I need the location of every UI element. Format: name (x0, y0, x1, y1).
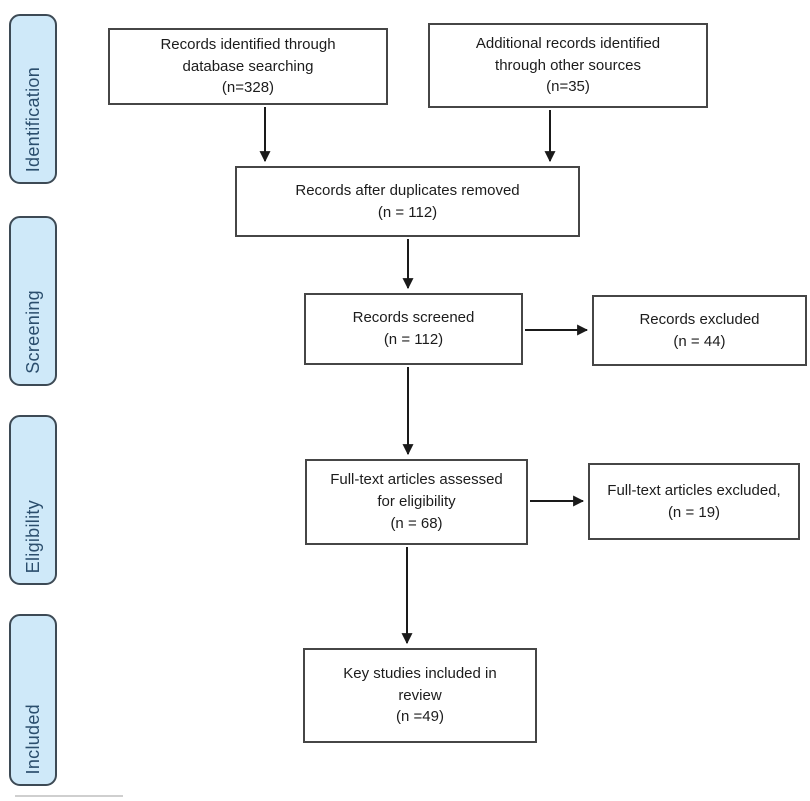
node-records-excluded: Records excluded (n = 44) (592, 295, 807, 366)
stage-band-eligibility: Eligibility (9, 415, 57, 585)
stage-label-included: Included (22, 703, 43, 774)
node-additional-records: Additional records identified through ot… (428, 23, 708, 108)
node-key-studies: Key studies included in review (n =49) (303, 648, 537, 743)
stage-band-identification: Identification (9, 14, 57, 184)
node-fulltext-assessed: Full-text articles assessed for eligibil… (305, 459, 528, 545)
node-duplicates-removed: Records after duplicates removed (n = 11… (235, 166, 580, 237)
stage-label-screening: Screening (22, 290, 43, 374)
stage-label-eligibility: Eligibility (22, 499, 43, 573)
stage-band-screening: Screening (9, 216, 57, 386)
node-records-identified: Records identified through database sear… (108, 28, 388, 105)
node-records-screened: Records screened (n = 112) (304, 293, 523, 365)
node-fulltext-excluded: Full-text articles excluded, (n = 19) (588, 463, 800, 540)
stage-band-included: Included (9, 614, 57, 786)
cropped-artifact-line (15, 795, 123, 797)
stage-label-identification: Identification (22, 66, 43, 172)
